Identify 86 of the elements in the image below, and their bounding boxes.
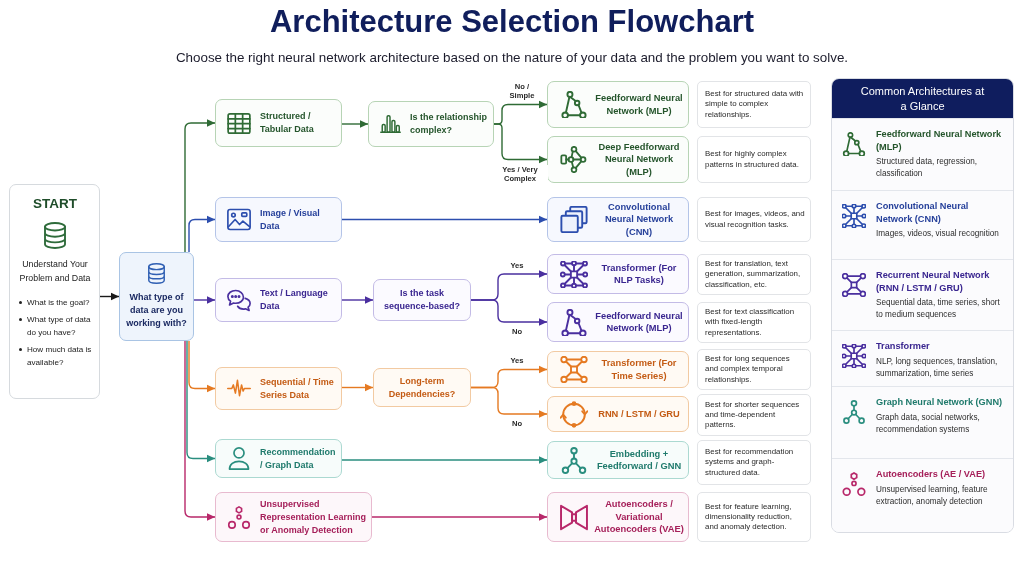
arrow bbox=[341, 120, 369, 128]
arrow bbox=[184, 119, 216, 253]
architecture-name: Feedforward Neural Network (MLP) bbox=[594, 92, 684, 117]
node-label: Image / Visual Data bbox=[260, 206, 321, 233]
description-text: Graph data, social networks, recommendation systems bbox=[876, 411, 981, 436]
architecture-name: Transformer (For NLP Tasks) bbox=[600, 261, 678, 287]
node-label: Sequential / Time Series Data bbox=[260, 375, 335, 402]
description-card bbox=[697, 136, 811, 183]
arrow bbox=[341, 215, 548, 224]
data-type-box bbox=[215, 439, 342, 478]
architecture-box bbox=[547, 492, 689, 542]
architecture-name: Recurrent Neural Network (RNN / LSTM / GRU) bbox=[876, 269, 991, 294]
description-text: Images, videos, visual recognition bbox=[876, 228, 1000, 240]
arrow bbox=[371, 513, 548, 521]
summary-panel bbox=[831, 78, 1014, 533]
node-text: Understand Your Problem and Data bbox=[18, 258, 92, 285]
data-type-box bbox=[215, 278, 342, 322]
start-heading: START bbox=[33, 196, 77, 212]
subtitle: Choose the right neural network architecture based on the nature of your data and the problem you want to solve. bbox=[175, 49, 849, 67]
architecture-box bbox=[547, 302, 689, 342]
description-card bbox=[697, 81, 811, 128]
architecture-name: Transformer bbox=[876, 340, 931, 353]
bullet-text: What is the goal? bbox=[27, 297, 90, 309]
arrow bbox=[99, 292, 120, 301]
architecture-name: Feedforward Neural Network (MLP) bbox=[594, 309, 684, 335]
data-type-box bbox=[215, 367, 342, 410]
title: Architecture Selection Flowchart bbox=[269, 3, 755, 41]
arrow bbox=[470, 386, 548, 418]
decision-box bbox=[373, 368, 471, 407]
arrow bbox=[341, 456, 548, 464]
start-box bbox=[9, 184, 100, 399]
architecture-name: Autoencoders / Variational Autoencoders (VAE) bbox=[594, 498, 684, 536]
description-text: Unsupervised learning, feature extraction, anomaly detection bbox=[876, 483, 989, 508]
decision-box bbox=[373, 279, 471, 321]
description-text: NLP, long sequences, translation, summarization, time series bbox=[876, 355, 999, 380]
architecture-box bbox=[547, 441, 689, 479]
architecture-box bbox=[547, 351, 689, 388]
arrow bbox=[184, 340, 216, 521]
architecture-name: Autoencoders (AE / VAE) bbox=[876, 468, 987, 481]
decision-box bbox=[368, 101, 494, 147]
architecture-box bbox=[547, 136, 689, 183]
data-type-box bbox=[215, 492, 372, 542]
architecture-box bbox=[547, 81, 689, 128]
architecture-name: Convolutional Neural Network (CNN) bbox=[603, 200, 675, 239]
question-text: Long-term Dependencies? bbox=[387, 374, 457, 401]
architecture-name: Feedforward Neural Network (MLP) bbox=[876, 128, 1003, 153]
architecture-box bbox=[547, 197, 689, 242]
architecture-row bbox=[832, 458, 1013, 532]
description-card bbox=[697, 394, 811, 436]
question-text: What type of data are you working with? bbox=[125, 291, 188, 330]
description-card bbox=[697, 349, 811, 390]
architecture-name: Transformer (For Time Series) bbox=[600, 357, 678, 382]
arrow bbox=[188, 215, 216, 253]
architecture-name: Deep Feedforward Neural Network (MLP) bbox=[597, 140, 681, 179]
description-text: Structured data, regression, classification bbox=[876, 156, 979, 181]
description-card bbox=[697, 492, 811, 542]
architecture-name: Graph Neural Network (GNN) bbox=[876, 396, 1004, 409]
node-label: Text / Language Data bbox=[260, 287, 329, 313]
question-text: Is the relationship complex? bbox=[410, 111, 488, 137]
description-card bbox=[697, 254, 811, 295]
arrow bbox=[341, 383, 374, 392]
node-label: Recommendation / Graph Data bbox=[260, 445, 337, 472]
arrow bbox=[341, 296, 374, 304]
architecture-name: RNN / LSTM / GRU bbox=[597, 407, 681, 421]
description-text: Sequential data, time series, short to medium sequences bbox=[876, 297, 1001, 322]
bullet-text: What type of data do you have? bbox=[27, 314, 92, 339]
node-label: Structured / Tabular Data bbox=[260, 110, 315, 136]
question-text: Is the task sequence-based? bbox=[383, 287, 461, 313]
architecture-box bbox=[547, 254, 689, 294]
arrow bbox=[188, 340, 216, 393]
arrow bbox=[193, 296, 216, 304]
arrow bbox=[493, 123, 548, 164]
architecture-name: Convolutional Neural Network (CNN) bbox=[876, 200, 970, 225]
bullet-text: How much data is available? bbox=[27, 344, 93, 369]
description-card bbox=[697, 302, 811, 343]
architecture-name: Embedding + Feedforward / GNN bbox=[595, 447, 683, 473]
arrow bbox=[186, 340, 216, 463]
node-label: Unsupervised Representation Learning or Anomaly Detection bbox=[260, 497, 367, 537]
description-card bbox=[697, 197, 811, 242]
question-box bbox=[119, 252, 194, 341]
architecture-box bbox=[547, 396, 689, 432]
panel-header: Common Architectures at a Glance bbox=[832, 79, 1013, 118]
arrow bbox=[470, 299, 548, 326]
data-type-box bbox=[215, 197, 342, 242]
description-card bbox=[697, 440, 811, 485]
data-type-box bbox=[215, 99, 342, 147]
